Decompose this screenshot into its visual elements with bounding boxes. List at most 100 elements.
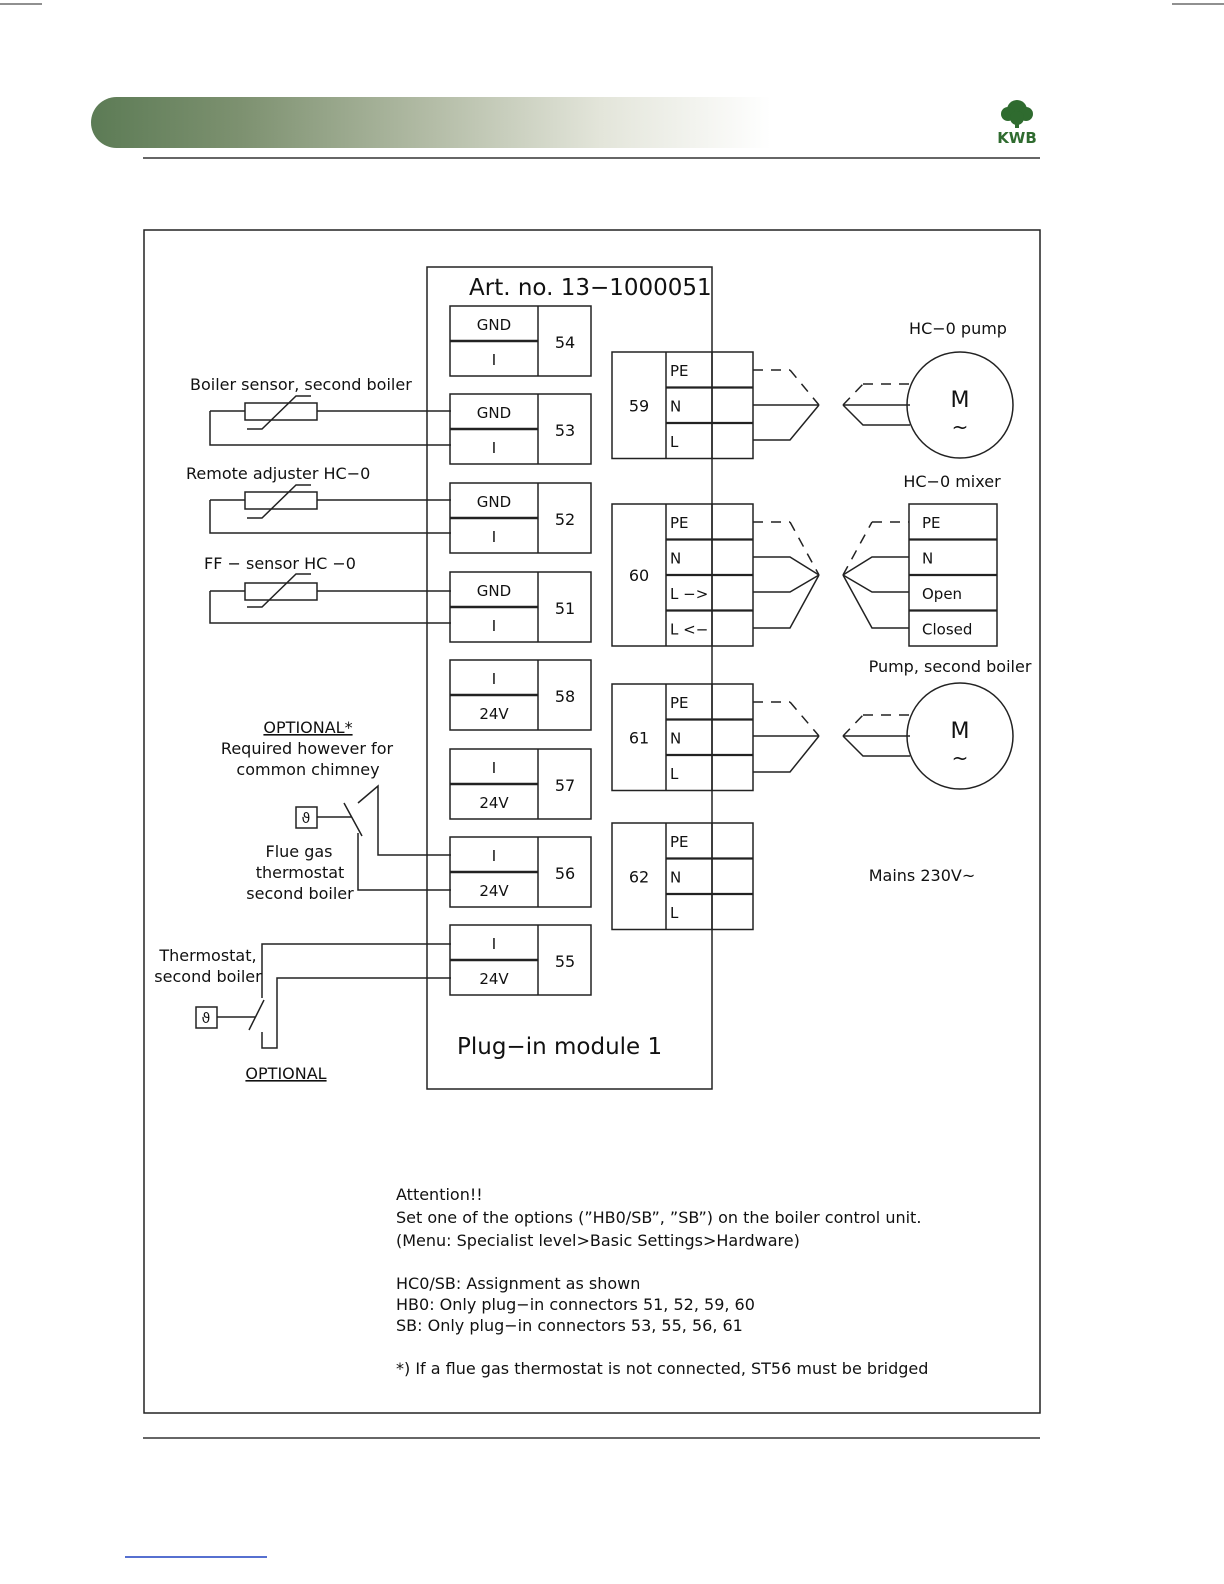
connector-frame — [611, 822, 754, 931]
connector-number: 57 — [555, 776, 575, 795]
required-label-2: common chimney — [236, 760, 379, 779]
diagram-frame — [143, 229, 1041, 1414]
pump-second-motor-tilde: ~ — [952, 746, 969, 770]
connector-pin-bottom: I — [492, 528, 496, 546]
connector-pin-top: I — [492, 935, 496, 953]
connector-frame — [449, 924, 592, 996]
flue-gas-thermostat-wiring — [295, 784, 451, 891]
mixer-cable — [753, 521, 909, 629]
connector-pin-bottom: 24V — [479, 794, 509, 812]
header-band — [91, 97, 771, 148]
required-label-1: Required however for — [221, 739, 394, 758]
flue-gas-label-2: thermostat — [256, 863, 345, 882]
hc0-mixer-label: HC−0 mixer — [903, 472, 1001, 491]
thermostat-label-1: Thermostat, — [158, 946, 256, 965]
connector-60: PE N L −> L <− 60 — [611, 503, 754, 647]
connector-pin-bottom: 24V — [479, 882, 509, 900]
pump-second-motor-m: M — [951, 719, 970, 744]
connector-frame — [449, 748, 592, 820]
connector-59: PE NL 59 — [611, 351, 754, 460]
hc0-pump-label: HC−0 pump — [909, 319, 1007, 338]
optional-star-label: OPTIONAL* — [263, 718, 352, 737]
connector-pin-bottom: 24V — [479, 970, 509, 988]
connector-pin-label: L — [670, 904, 679, 922]
connector-pin-label: PE — [670, 362, 689, 380]
connector-frame — [449, 571, 592, 643]
connector-number: 52 — [555, 510, 575, 529]
connector-55: I 24V 55 — [449, 924, 592, 996]
boiler-sensor-label: Boiler sensor, second boiler — [190, 375, 412, 394]
note-hb0: HB0: Only plug−in connectors 51, 52, 59,… — [396, 1295, 755, 1314]
connector-pin-label: PE — [670, 514, 689, 532]
connector-number: 60 — [629, 566, 649, 585]
mixer-terminal-label: Closed — [922, 621, 972, 639]
connector-pin-label: L — [670, 433, 679, 451]
connector-pin-bottom: I — [492, 351, 496, 369]
connector-frame — [611, 683, 754, 792]
connector-number: 51 — [555, 599, 575, 618]
mixer-terminal-label: Open — [922, 585, 962, 603]
connector-58: I 24V 58 — [449, 659, 592, 731]
remote-adjuster-label: Remote adjuster HC−0 — [186, 464, 370, 483]
connector-pin-top: GND — [477, 493, 511, 511]
pump-second-boiler-label: Pump, second boiler — [869, 657, 1032, 676]
connector-number: 55 — [555, 952, 575, 971]
connector-pin-label: L <− — [670, 621, 708, 639]
mixer-terminal-label: N — [922, 550, 933, 568]
connector-number: 59 — [629, 396, 649, 415]
hc0-pump-cable — [753, 369, 910, 441]
pump-second-boiler-motor — [906, 682, 1014, 790]
pump-second-boiler-cable — [753, 701, 910, 773]
mixer-terminal-label: PE — [922, 514, 941, 532]
connector-frame — [449, 482, 592, 554]
hc0-pump-motor — [906, 351, 1014, 459]
connector-pin-label: L −> — [670, 585, 708, 603]
article-number: Art. no. 13−1000051 — [469, 275, 712, 301]
connector-number: 61 — [629, 728, 649, 747]
brand-text: KWB — [997, 129, 1037, 147]
mains-label: Mains 230V~ — [869, 866, 976, 885]
connector-54: GND I 54 — [449, 305, 592, 377]
flue-gas-label-1: Flue gas — [265, 842, 332, 861]
connector-pin-label: PE — [670, 833, 689, 851]
note-bridged: *) If a flue gas thermostat is not conne… — [396, 1359, 928, 1378]
connector-pin-top: GND — [477, 404, 511, 422]
ff-sensor-label: FF − sensor HC −0 — [204, 554, 356, 573]
module-box — [426, 266, 713, 1090]
thermostat-label-2: second boiler — [154, 967, 262, 986]
connector-frame — [449, 305, 592, 377]
connector-pin-top: GND — [477, 316, 511, 334]
thermostat-symbol: ϑ — [202, 1011, 211, 1027]
connector-pin-label: N — [670, 550, 681, 568]
connector-pin-top: I — [492, 847, 496, 865]
connector-pin-top: I — [492, 759, 496, 777]
thermostat-second-boiler-wiring — [195, 943, 451, 1049]
connector-number: 54 — [555, 333, 575, 352]
note-menu: (Menu: Specialist level>Basic Settings>H… — [396, 1231, 800, 1250]
connector-number: 56 — [555, 864, 575, 883]
connector-number: 58 — [555, 687, 575, 706]
connector-pin-label: L — [670, 765, 679, 783]
hc0-pump-motor-tilde: ~ — [952, 415, 969, 439]
note-hc0sb: HC0/SB: Assignment as shown — [396, 1274, 640, 1293]
kwb-logo: KWB — [997, 100, 1037, 147]
connector-pin-bottom: 24V — [479, 705, 509, 723]
connector-56: I 24V 56 — [449, 836, 592, 908]
connector-pin-top: I — [492, 670, 496, 688]
connector-frame — [449, 659, 592, 731]
hc0-pump-motor-m: M — [951, 388, 970, 413]
connector-pin-label: N — [670, 398, 681, 416]
connector-pin-label: N — [670, 869, 681, 887]
connector-frame — [611, 503, 754, 647]
connector-pin-top: GND — [477, 582, 511, 600]
connector-57: I 24V 57 — [449, 748, 592, 820]
connector-frame — [449, 393, 592, 465]
note-sb: SB: Only plug−in connectors 53, 55, 56, … — [396, 1316, 743, 1335]
